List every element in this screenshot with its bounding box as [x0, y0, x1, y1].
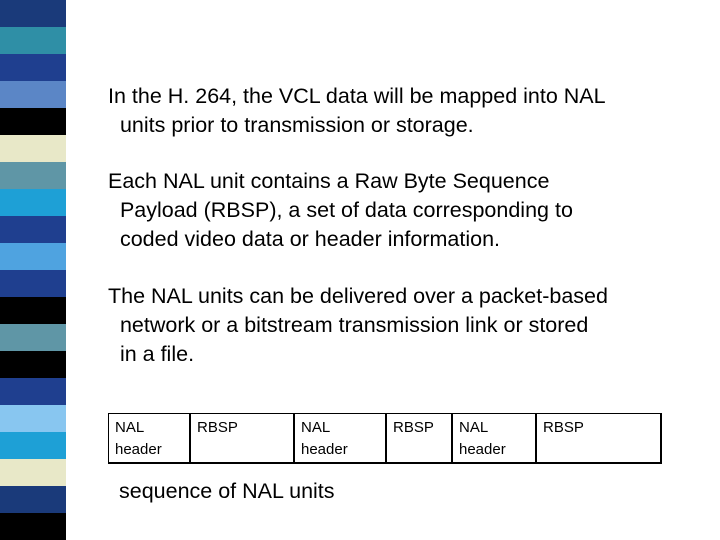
paragraph-nal-delivery: The NAL units can be delivered over a pa…	[108, 284, 608, 366]
rbsp-cell: RBSP	[387, 414, 453, 462]
side-strip-block	[0, 324, 66, 351]
side-strip-block	[0, 54, 66, 81]
nal-header-cell: NAL header	[453, 414, 537, 462]
side-strip-block	[0, 405, 66, 432]
side-strip-block	[0, 189, 66, 216]
cell-line: header	[115, 441, 162, 458]
side-strip-block	[0, 459, 66, 486]
side-strip-block	[0, 243, 66, 270]
side-strip-block	[0, 0, 66, 27]
nal-header-cell: NAL header	[295, 414, 387, 462]
side-strip-block	[0, 513, 66, 540]
side-strip-block	[0, 162, 66, 189]
cell-line: NAL	[115, 419, 145, 436]
cell-line: RBSP	[393, 419, 434, 436]
side-strip-block	[0, 27, 66, 54]
side-strip-block	[0, 270, 66, 297]
cell-line: NAL	[459, 419, 489, 436]
cell-line: RBSP	[197, 419, 238, 436]
rbsp-cell: RBSP	[191, 414, 295, 462]
side-strip-block	[0, 378, 66, 405]
side-strip-block	[0, 135, 66, 162]
side-strip-block	[0, 432, 66, 459]
side-strip-block	[0, 216, 66, 243]
nal-unit-sequence-diagram: NAL header RBSP NAL header RBSP NAL head…	[108, 413, 662, 464]
nal-sequence-caption: sequence of NAL units	[119, 479, 335, 503]
side-strip-block	[0, 81, 66, 108]
paragraph-rbsp-description: Each NAL unit contains a Raw Byte Sequen…	[108, 169, 573, 251]
cell-line: RBSP	[543, 419, 584, 436]
side-strip-block	[0, 297, 66, 324]
side-strip-block	[0, 108, 66, 135]
side-strip-block	[0, 486, 66, 513]
side-strip-block	[0, 351, 66, 378]
cell-line: NAL	[301, 419, 331, 436]
paragraph-vcl-mapping: In the H. 264, the VCL data will be mapp…	[108, 84, 606, 137]
nal-header-cell: NAL header	[109, 414, 191, 462]
cell-line: header	[459, 441, 506, 458]
cell-line: header	[301, 441, 348, 458]
decorative-side-strip	[0, 0, 66, 540]
rbsp-cell: RBSP	[537, 414, 660, 462]
